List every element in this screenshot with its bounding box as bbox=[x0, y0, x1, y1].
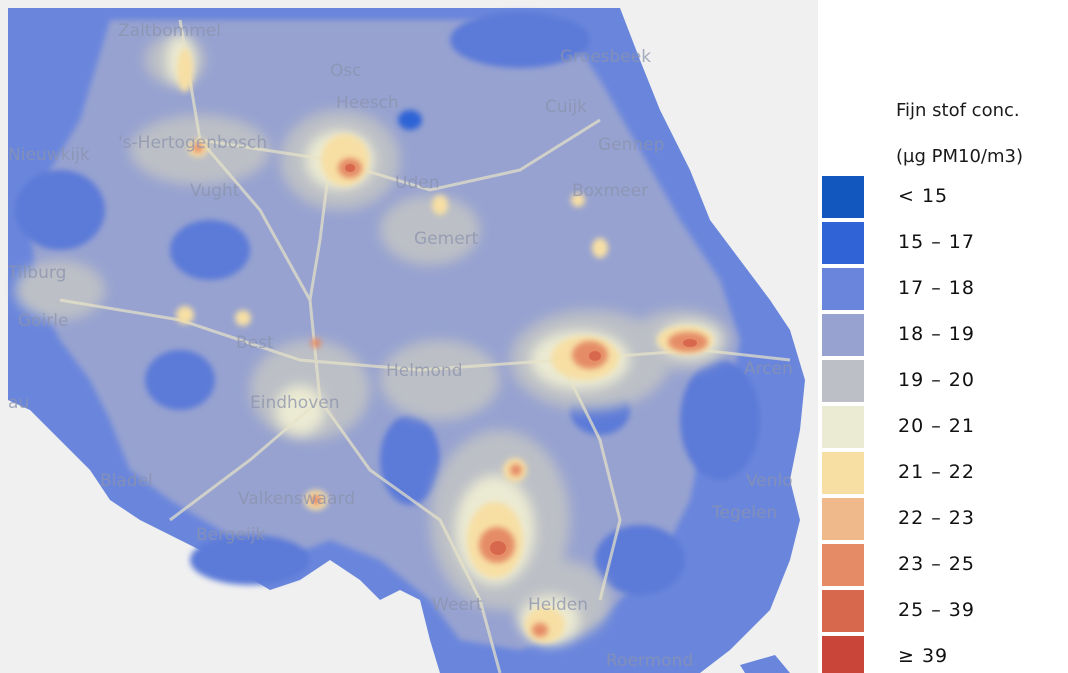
legend-item: 23 – 25 bbox=[822, 544, 1062, 588]
place-label: Osc bbox=[330, 61, 362, 81]
place-label: Cuijk bbox=[545, 97, 587, 117]
place-label: Helmond bbox=[386, 361, 463, 381]
place-label: Heesch bbox=[336, 93, 399, 113]
legend-item: 25 – 39 bbox=[822, 590, 1062, 634]
legend-label: 15 – 17 bbox=[898, 231, 975, 253]
legend-swatch bbox=[822, 452, 864, 494]
place-label: Zaltbommel bbox=[118, 21, 221, 41]
legend-title: Fijn stof conc. bbox=[896, 100, 1020, 121]
legend-swatch bbox=[822, 360, 864, 402]
place-label: Arcen bbox=[744, 359, 793, 379]
place-label: Uden bbox=[395, 173, 439, 193]
place-label: Helden bbox=[528, 595, 588, 615]
legend-item: 21 – 22 bbox=[822, 452, 1062, 496]
place-label: Best bbox=[236, 333, 274, 353]
place-label: Bladel bbox=[100, 471, 153, 491]
legend-unit: (µg PM10/m3) bbox=[896, 146, 1023, 167]
legend-swatch bbox=[822, 176, 864, 218]
legend-swatch bbox=[822, 222, 864, 264]
legend-item: 15 – 17 bbox=[822, 222, 1062, 266]
legend-label: 18 – 19 bbox=[898, 323, 975, 345]
legend-label: 17 – 18 bbox=[898, 277, 975, 299]
place-label: Tilburg bbox=[7, 263, 66, 283]
place-label: Vught bbox=[190, 181, 240, 201]
region-fragment bbox=[740, 655, 790, 673]
legend-swatch bbox=[822, 498, 864, 540]
place-label: Valkenswaard bbox=[238, 489, 355, 509]
place-label: Venlo bbox=[746, 471, 793, 491]
legend-item: < 15 bbox=[822, 176, 1062, 220]
legend-panel: Fijn stof conc. (µg PM10/m3) < 15 15 – 17… bbox=[818, 0, 1068, 673]
legend-swatch bbox=[822, 406, 864, 448]
zone-15-17 bbox=[15, 12, 760, 595]
zone-25-39 bbox=[345, 164, 697, 555]
place-label: Gemert bbox=[414, 229, 479, 249]
legend-label: 19 – 20 bbox=[898, 369, 975, 391]
legend-item: 20 – 21 bbox=[822, 406, 1062, 450]
place-label: Tegelen bbox=[711, 503, 777, 523]
legend-label: 21 – 22 bbox=[898, 461, 975, 483]
legend-swatch bbox=[822, 636, 864, 673]
place-label: Gennep bbox=[598, 135, 664, 155]
legend-label: 23 – 25 bbox=[898, 553, 975, 575]
legend-swatch bbox=[822, 314, 864, 356]
place-label: Goirle bbox=[18, 311, 68, 331]
place-label: Groesbeek bbox=[560, 47, 651, 67]
place-label: 's-Hertogenbosch bbox=[118, 133, 267, 153]
legend-label: < 15 bbox=[898, 185, 949, 207]
legend-item: 18 – 19 bbox=[822, 314, 1062, 358]
legend-swatch bbox=[822, 268, 864, 310]
place-label: au bbox=[8, 393, 29, 413]
legend-item: 17 – 18 bbox=[822, 268, 1062, 312]
place-label: Boxmeer bbox=[572, 181, 648, 201]
place-label: Roermond bbox=[606, 651, 693, 671]
place-label: Weert bbox=[432, 595, 483, 615]
legend-item: 22 – 23 bbox=[822, 498, 1062, 542]
place-label: Eindhoven bbox=[250, 393, 340, 413]
legend-label: 20 – 21 bbox=[898, 415, 975, 437]
legend-label: ≥ 39 bbox=[898, 645, 949, 667]
legend-item: 19 – 20 bbox=[822, 360, 1062, 404]
legend-swatch bbox=[822, 590, 864, 632]
place-label: Bergeijk bbox=[196, 525, 266, 545]
legend-label: 25 – 39 bbox=[898, 599, 975, 621]
legend-label: 22 – 23 bbox=[898, 507, 975, 529]
legend-item: ≥ 39 bbox=[822, 636, 1062, 673]
legend-swatch bbox=[822, 544, 864, 586]
place-label: Nieuwkijk bbox=[8, 145, 90, 165]
